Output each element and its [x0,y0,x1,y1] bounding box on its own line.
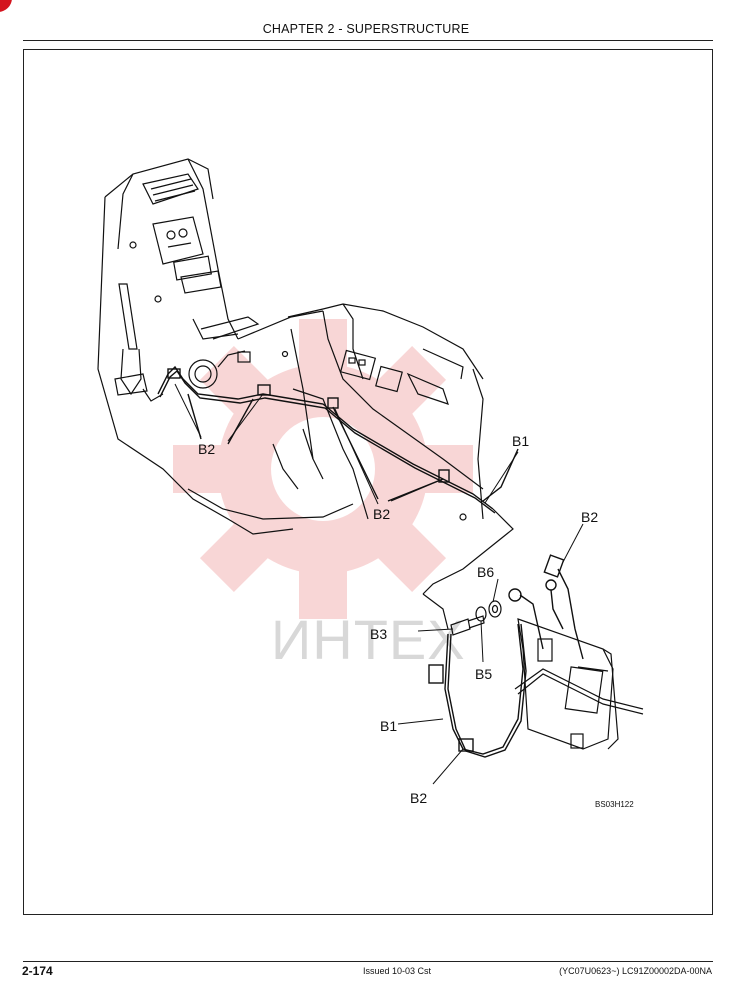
watermark-gear-icon [173,319,473,619]
watermark-text: ИНТЕХ [271,608,466,671]
side-panel-housing [187,303,484,521]
figure-frame [23,49,713,915]
washer-b6 [488,600,502,618]
chapter-title: CHAPTER 2 - SUPERSTRUCTURE [262,22,470,36]
callout-leaders [174,383,584,785]
callout-b6: B6 [477,564,494,580]
washer-b5 [475,606,487,622]
wiring-harness-diagram: ИНТЕХ [97,158,644,809]
console-assembly [97,158,324,535]
callout-b3: B3 [370,626,387,642]
header-rule [23,40,713,41]
figure-code: BS03H122 [595,800,634,809]
corner-mark-icon [0,0,12,12]
page-number: 2-174 [22,964,53,978]
footer-rule [23,961,713,962]
callout-b1-bottom: B1 [380,718,397,734]
callout-b2-top-right: B2 [581,509,598,525]
callout-b2-bottom: B2 [410,790,427,806]
callout-b2-left: B2 [198,441,215,457]
document-code: (YC07U0623~) LC91Z00002DA-00NA [559,966,712,976]
issued-date: Issued 10-03 Cst [363,966,432,976]
callout-b2-center: B2 [373,506,390,522]
mounting-bracket [514,618,644,750]
lead-bracket [422,508,514,630]
callout-b1-top: B1 [512,433,529,449]
lower-wire-harness [428,554,584,758]
callout-b5: B5 [475,666,492,682]
